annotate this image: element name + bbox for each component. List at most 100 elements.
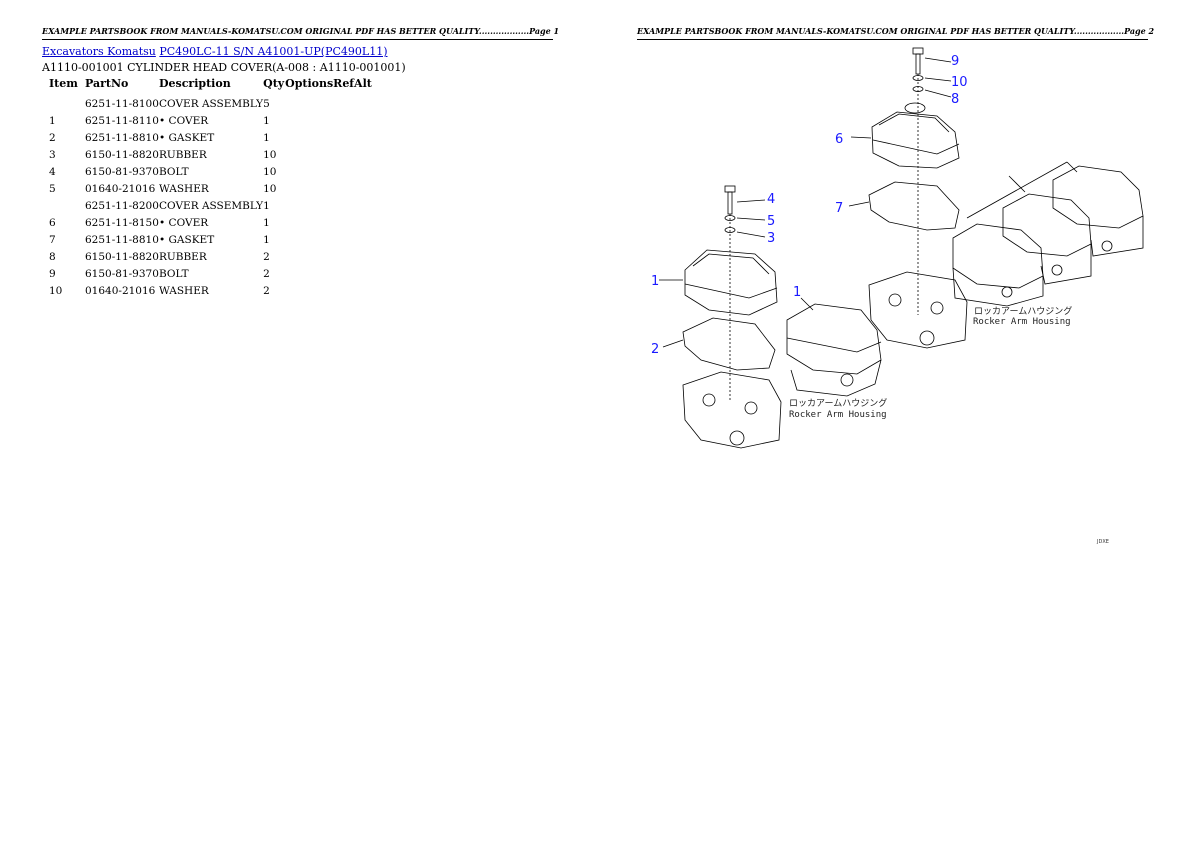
page-header-1: EXAMPLE PARTSBOOK FROM MANUALS-KOMATSU.C… <box>42 26 559 40</box>
cell-empty <box>333 112 354 129</box>
breadcrumb-link-model[interactable]: PC490LC-11 S/N A41001-UP(PC490L11) <box>159 45 388 58</box>
rocker-housing-left-drawing <box>682 371 782 449</box>
callout-3: 3 <box>767 231 775 246</box>
cell-empty <box>285 163 333 180</box>
cell-description: RUBBER <box>159 250 207 263</box>
cell-empty <box>354 146 372 163</box>
cell-empty <box>354 112 372 129</box>
breadcrumb-link-category[interactable]: Excavators Komatsu <box>42 45 156 58</box>
cell-partno: 6150-11-8820 <box>85 148 159 161</box>
cell-empty <box>333 282 354 299</box>
col-header-options: Options <box>285 77 334 90</box>
parts-table: Item PartNo Description Qty Options Ref … <box>42 77 372 299</box>
cell-empty <box>354 248 372 265</box>
callout-6: 6 <box>835 132 843 147</box>
cell-item <box>42 197 85 214</box>
cell-empty <box>333 265 354 282</box>
cell-item: 5 <box>49 182 56 195</box>
cell-empty <box>333 231 354 248</box>
cell-item <box>42 95 85 112</box>
gasket-7-drawing <box>868 181 960 231</box>
cell-qty: 2 <box>263 267 270 280</box>
cell-empty <box>285 197 333 214</box>
cell-empty <box>354 197 372 214</box>
cell-empty <box>285 248 333 265</box>
cell-empty <box>285 265 333 282</box>
cell-description: • COVER <box>159 114 209 127</box>
cell-item: 9 <box>49 267 56 280</box>
engine-cover-row-drawing <box>952 161 1144 307</box>
cell-empty <box>333 95 354 112</box>
bolt-4-drawing <box>724 185 736 215</box>
cell-qty: 1 <box>263 216 270 229</box>
cell-item: 8 <box>49 250 56 263</box>
page-header-2: EXAMPLE PARTSBOOK FROM MANUALS-KOMATSU.C… <box>637 26 1154 40</box>
cell-empty <box>354 163 372 180</box>
cell-empty <box>333 248 354 265</box>
cell-empty <box>285 112 333 129</box>
cell-empty <box>333 129 354 146</box>
cell-partno: 6251-11-8110 <box>85 114 159 127</box>
cell-description: COVER ASSEMBLY <box>159 97 264 110</box>
table-header-row: Item PartNo Description Qty Options Ref … <box>42 77 372 95</box>
cell-empty <box>354 95 372 112</box>
cell-empty <box>285 180 333 197</box>
cell-empty <box>333 214 354 231</box>
cell-empty <box>285 282 333 299</box>
callout-1-middle: 1 <box>793 285 801 300</box>
cell-empty <box>285 95 333 112</box>
cell-qty: 5 <box>263 97 270 110</box>
cell-description: BOLT <box>159 267 189 280</box>
cell-qty: 10 <box>263 148 277 161</box>
cell-empty <box>354 231 372 248</box>
cell-qty: 10 <box>263 165 277 178</box>
cell-empty <box>285 129 333 146</box>
cell-empty <box>354 214 372 231</box>
cell-empty <box>285 231 333 248</box>
gasket-2-drawing <box>682 317 776 371</box>
callout-5: 5 <box>767 214 775 229</box>
col-header-item: Item <box>49 77 78 90</box>
cell-empty <box>333 163 354 180</box>
cell-qty: 1 <box>263 114 270 127</box>
cell-partno: 6251-11-8100 <box>85 97 159 110</box>
cell-description: BOLT <box>159 165 189 178</box>
cell-description: • COVER <box>159 216 209 229</box>
callout-10: 10 <box>951 75 968 90</box>
col-header-alt: Alt <box>354 77 372 90</box>
cover-6-drawing <box>871 102 960 169</box>
callout-4: 4 <box>767 192 775 207</box>
rocker-housing-right-drawing <box>868 271 968 349</box>
cell-item: 3 <box>49 148 56 161</box>
page-title: A1110-001001 CYLINDER HEAD COVER(A-008 :… <box>42 61 406 74</box>
cell-description: • GASKET <box>159 131 215 144</box>
cell-qty: 2 <box>263 250 270 263</box>
cell-qty: 1 <box>263 199 270 212</box>
rocker-housing-label-jp-right: ロッカアームハウジング <box>974 305 1072 317</box>
cell-partno: 01640-21016 <box>85 182 156 195</box>
callout-8: 8 <box>951 92 959 107</box>
cell-partno: 01640-21016 <box>85 284 156 297</box>
cell-description: RUBBER <box>159 148 207 161</box>
diagram-callouts: 1 2 3 4 5 6 7 8 9 10 1 <box>651 54 968 357</box>
cell-empty <box>354 282 372 299</box>
cell-empty <box>354 129 372 146</box>
cell-empty <box>285 146 333 163</box>
cell-empty <box>333 180 354 197</box>
cell-partno: 6150-81-9370 <box>85 267 159 280</box>
cell-empty <box>285 214 333 231</box>
breadcrumb: Excavators Komatsu PC490LC-11 S/N A41001… <box>42 45 388 58</box>
cell-empty <box>333 146 354 163</box>
cell-item: 6 <box>49 216 56 229</box>
cell-description: COVER ASSEMBLY <box>159 199 264 212</box>
cell-description: • GASKET <box>159 233 215 246</box>
